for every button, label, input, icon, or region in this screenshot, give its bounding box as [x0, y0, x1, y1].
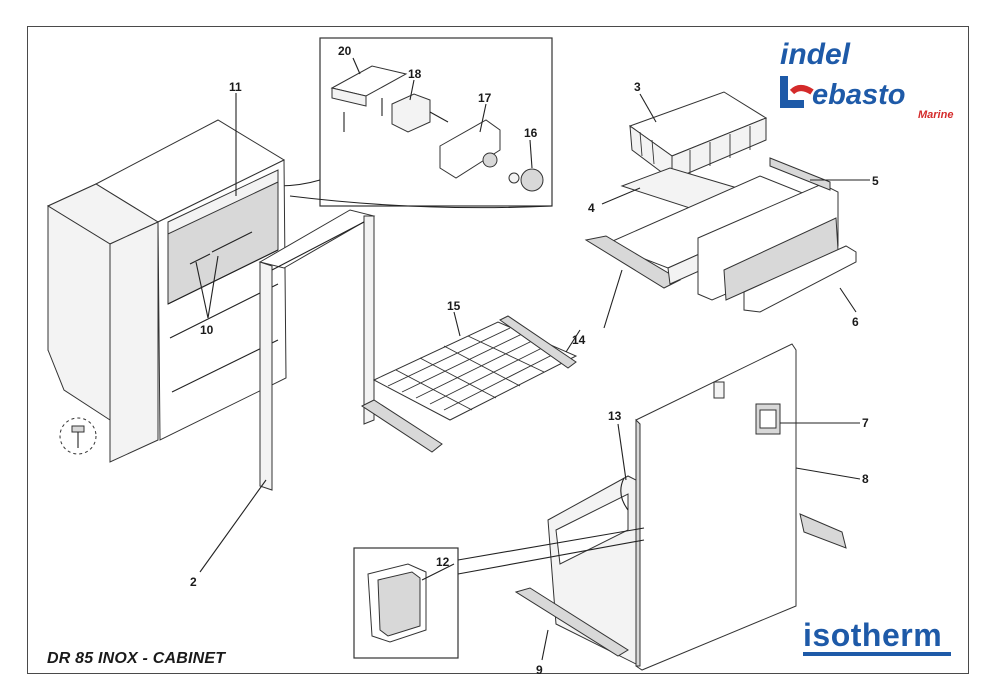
- callout-8: 8: [862, 472, 869, 486]
- isotherm-logo: isotherm: [803, 617, 943, 653]
- callout-20: 20: [338, 44, 352, 58]
- part-14-rail-left: [360, 399, 443, 453]
- diagram-title: DR 85 INOX - CABINET: [47, 650, 226, 667]
- callout-leaders: [195, 57, 870, 661]
- callout-18: 18: [408, 67, 422, 81]
- part-2-left: [259, 261, 273, 491]
- isotherm-underline: [803, 652, 951, 656]
- part-10-rail-2: [189, 253, 211, 265]
- part-13: [620, 477, 629, 511]
- part-14-rail-right: [499, 315, 577, 369]
- part-11: [167, 169, 279, 235]
- logo-marine: Marine: [918, 109, 953, 121]
- callout-14: 14: [572, 333, 586, 347]
- callout-15: 15: [447, 299, 461, 313]
- part-10-rail-1: [211, 231, 253, 253]
- rail-right-bottom: [799, 513, 847, 549]
- cabinet-front-left: [109, 221, 159, 463]
- logo-indel: indel: [780, 38, 851, 71]
- callout-7: 7: [862, 416, 869, 430]
- part-18: [391, 93, 431, 133]
- part-2-right: [363, 215, 375, 425]
- cabinet-side-panel: [47, 205, 111, 421]
- logo-swoosh: [789, 85, 814, 95]
- logo-webasto: ebasto: [812, 79, 905, 111]
- part-16-knob: [520, 168, 544, 192]
- callout-5: 5: [872, 174, 879, 188]
- callout-9: 9: [536, 663, 543, 677]
- callout-6: 6: [852, 315, 859, 329]
- callout-12: 12: [436, 555, 450, 569]
- inset-leader-top-2: [289, 195, 553, 209]
- logo-mark-left: [780, 76, 788, 106]
- callout-13: 13: [608, 409, 622, 423]
- callout-2: 2: [190, 575, 197, 589]
- part-6-handle: [743, 245, 857, 313]
- drawing-frame: [27, 26, 969, 674]
- callout-17: 17: [478, 91, 492, 105]
- callout-3: 3: [634, 80, 641, 94]
- callout-16: 16: [524, 126, 538, 140]
- callout-4: 4: [588, 201, 595, 215]
- part-15-wire-shelf: [372, 321, 578, 421]
- part-17: [439, 119, 501, 179]
- callout-10: 10: [200, 323, 214, 337]
- foot-detail: [59, 417, 97, 455]
- part-9-rail: [514, 587, 629, 657]
- callout-11: 11: [229, 80, 242, 94]
